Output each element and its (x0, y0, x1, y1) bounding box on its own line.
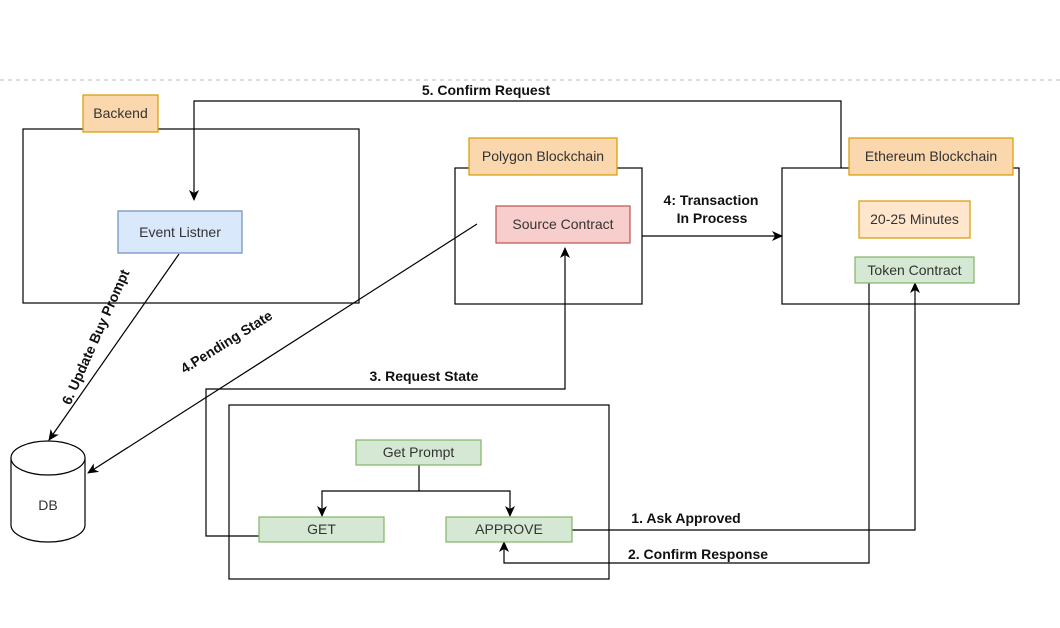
ask-approved-label: 1. Ask Approved (631, 510, 740, 526)
db-cylinder (10, 458, 86, 543)
pending-state-label: 4.Pending State (178, 307, 276, 376)
get-prompt-label: Get Prompt (383, 444, 455, 460)
polygon-label: Polygon Blockchain (482, 148, 604, 164)
approve-label: APPROVE (475, 521, 543, 537)
transaction-label-1: 4: Transaction (664, 192, 759, 208)
db-label: DB (38, 497, 57, 513)
edge-update-buy-prompt (48, 253, 180, 441)
ethereum-label-box (848, 137, 1014, 176)
db-cylinder-top (10, 440, 86, 476)
transaction-label-2: In Process (677, 210, 748, 226)
source-contract-label: Source Contract (512, 216, 613, 232)
edge-ask-approved (572, 282, 920, 531)
confirm-request-label: 5. Confirm Request (422, 82, 551, 98)
source-contract-box (495, 205, 631, 244)
client-container (228, 404, 610, 580)
get-box (258, 516, 385, 543)
event-listener-label: Event Listner (139, 224, 221, 240)
edge-get-prompt-branch (317, 465, 420, 517)
edge-pending-state (87, 223, 478, 474)
edge-confirm-request (189, 100, 842, 201)
approve-box (445, 516, 573, 543)
edge-confirm-response (499, 283, 870, 564)
ethereum-label: Ethereum Blockchain (865, 148, 997, 164)
request-state-label: 3. Request State (370, 368, 479, 384)
edge-request-state (205, 247, 570, 537)
duration-box (858, 200, 971, 239)
token-contract-box (854, 256, 975, 284)
duration-label: 20-25 Minutes (870, 211, 959, 227)
edge-get-prompt-branch-2 (419, 490, 515, 517)
event-listener-box (117, 210, 243, 254)
token-contract-label: Token Contract (867, 262, 961, 278)
backend-label: Backend (93, 105, 147, 121)
backend-label-box (82, 94, 159, 133)
get-prompt-box (355, 439, 482, 466)
get-label: GET (307, 521, 336, 537)
polygon-label-box (468, 137, 618, 176)
confirm-response-label: 2. Confirm Response (628, 546, 768, 562)
